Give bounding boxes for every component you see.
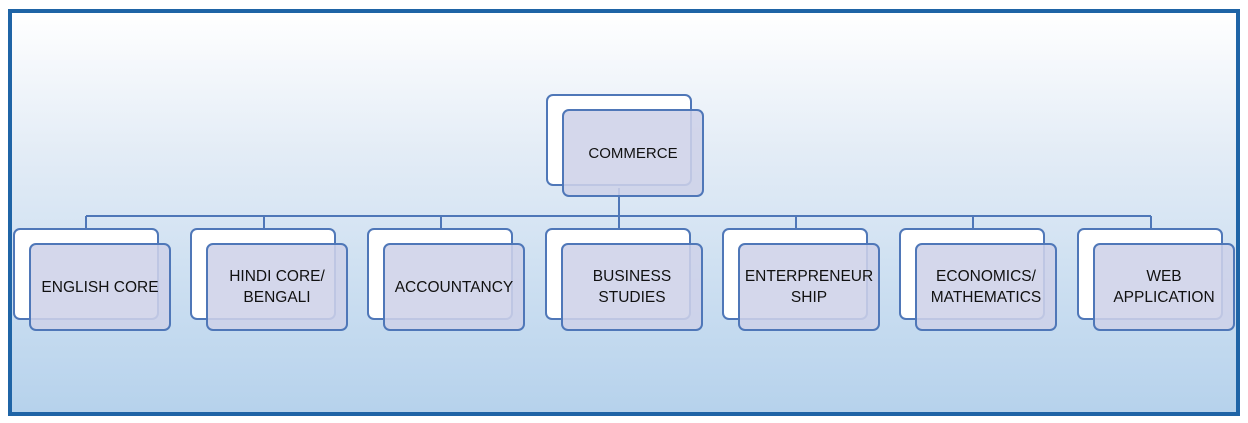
node-economics-mathematics-label: ECONOMICS/ MATHEMATICS: [915, 243, 1057, 331]
node-accountancy-label: ACCOUNTANCY: [383, 243, 525, 331]
node-web-application-label: WEB APPLICATION: [1093, 243, 1235, 331]
node-web-application: WEB APPLICATION: [1077, 228, 1235, 331]
node-english-core-label: ENGLISH CORE: [29, 243, 171, 331]
connector-lines: [85, 188, 1152, 228]
node-business-studies: BUSINESS STUDIES: [545, 228, 703, 331]
node-english-core: ENGLISH CORE: [13, 228, 171, 331]
node-hindi-core-bengali: HINDI CORE/ BENGALI: [190, 228, 348, 331]
node-entrepreneurship-label: ENTERPRENEUR SHIP: [738, 243, 880, 331]
node-commerce-label: COMMERCE: [562, 109, 704, 197]
node-economics-mathematics: ECONOMICS/ MATHEMATICS: [899, 228, 1057, 331]
node-business-studies-label: BUSINESS STUDIES: [561, 243, 703, 331]
node-entrepreneurship: ENTERPRENEUR SHIP: [722, 228, 880, 331]
diagram-frame: COMMERCE ENGLISH CORE HINDI CORE/ BENGAL…: [8, 9, 1240, 416]
node-accountancy: ACCOUNTANCY: [367, 228, 525, 331]
node-hindi-core-bengali-label: HINDI CORE/ BENGALI: [206, 243, 348, 331]
node-commerce: COMMERCE: [546, 94, 704, 197]
